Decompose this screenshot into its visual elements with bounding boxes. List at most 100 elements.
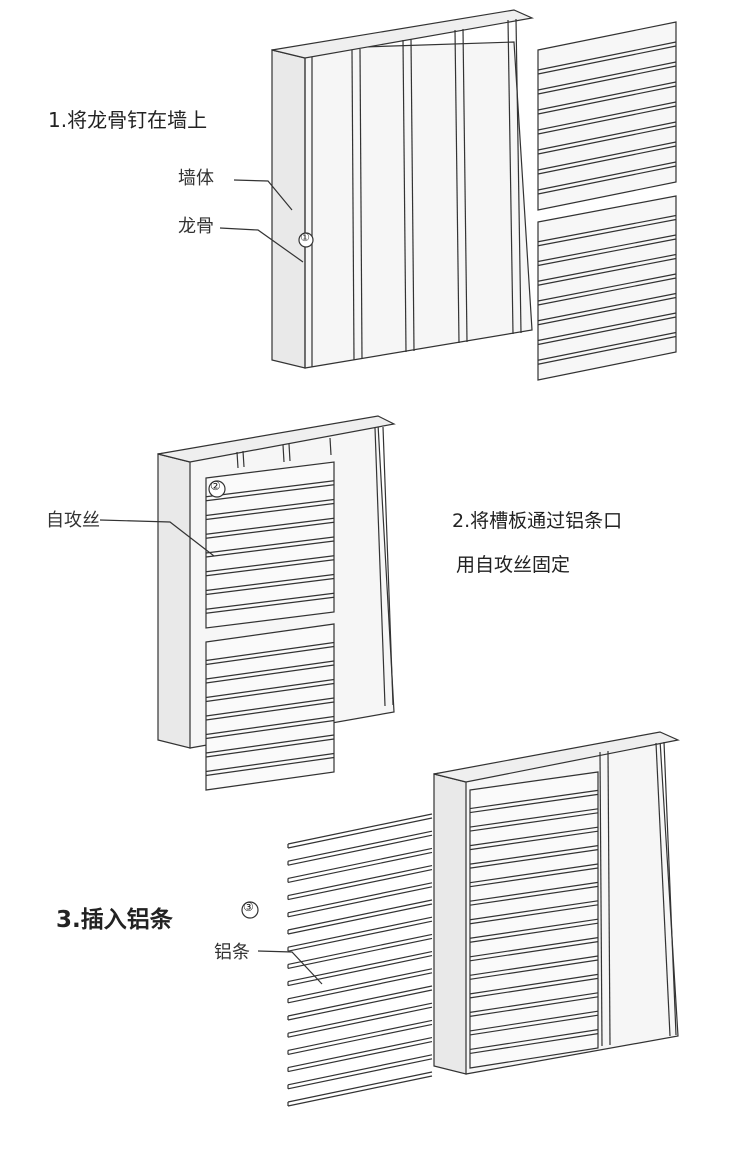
slot-line xyxy=(206,541,334,557)
slot-line xyxy=(470,864,598,883)
slot-line xyxy=(470,794,598,812)
step1-title: 1.将龙骨钉在墙上 xyxy=(48,108,208,132)
slot-line xyxy=(288,852,432,882)
slot-line xyxy=(538,274,676,301)
slot-line xyxy=(206,717,334,735)
slot-line xyxy=(470,850,598,869)
slot-line xyxy=(538,235,676,262)
marker-2: ② xyxy=(210,479,221,493)
marker-2-circle xyxy=(208,480,226,498)
slot-line xyxy=(470,813,598,831)
slot-line xyxy=(538,82,676,110)
slot-line xyxy=(470,886,598,905)
slot-line xyxy=(470,942,598,961)
slot-line xyxy=(206,680,334,698)
slot-line xyxy=(538,298,676,325)
slot-line xyxy=(538,294,676,321)
step1-wall-with-keels xyxy=(272,10,532,368)
slot-line xyxy=(288,866,432,896)
slot-line xyxy=(470,919,598,938)
slot-line xyxy=(206,754,334,772)
slot-line xyxy=(470,960,598,979)
slot-line xyxy=(538,216,676,242)
slot-line xyxy=(470,1011,598,1031)
leader-screw xyxy=(100,520,214,556)
slot-line xyxy=(470,1034,598,1054)
slot-line xyxy=(538,166,676,194)
slot-line xyxy=(206,647,334,665)
slot-line xyxy=(470,938,598,957)
slot-line xyxy=(206,485,334,501)
aluminum-strips xyxy=(288,814,432,1106)
slot-line xyxy=(206,758,334,776)
slot-line xyxy=(206,721,334,739)
slot-line xyxy=(288,917,432,947)
slot-line xyxy=(470,956,598,975)
slot-line xyxy=(288,1003,432,1033)
slot-line xyxy=(206,579,334,595)
wall-front xyxy=(272,42,532,368)
slot-line xyxy=(538,278,676,305)
slot-line xyxy=(470,790,598,808)
slot-line xyxy=(206,537,334,553)
slot-line xyxy=(538,142,676,170)
keel-lines xyxy=(305,19,521,368)
slot-line xyxy=(470,809,598,827)
step3-title: 3.插入铝条 xyxy=(56,907,173,933)
slot-line xyxy=(538,126,676,154)
step3-wall-side xyxy=(434,774,466,1074)
slot-line xyxy=(288,969,432,999)
slot-line xyxy=(288,831,432,861)
step2-wall-top xyxy=(158,416,394,462)
label-screw: 自攻丝 xyxy=(46,510,100,531)
slot-line xyxy=(288,814,432,844)
slot-line xyxy=(206,556,334,572)
slot-line xyxy=(538,333,676,361)
slot-line xyxy=(538,255,676,282)
slot-line xyxy=(206,684,334,702)
slot-line xyxy=(288,952,432,982)
slot-line xyxy=(288,870,432,900)
slot-line xyxy=(288,818,432,848)
slot-line xyxy=(206,661,334,679)
slot-line xyxy=(470,827,598,845)
slot-line xyxy=(470,846,598,865)
slot-line xyxy=(206,665,334,683)
slot-line xyxy=(206,504,334,520)
slot-line xyxy=(288,904,432,934)
slot-line xyxy=(470,868,598,887)
slot-line xyxy=(288,956,432,986)
slot-line xyxy=(538,317,676,345)
slot-line xyxy=(206,518,334,534)
slot-line xyxy=(288,1020,432,1050)
slot-line xyxy=(206,522,334,538)
slot-line xyxy=(206,739,334,757)
slot-line xyxy=(538,122,676,150)
slot-line xyxy=(288,900,432,930)
step1-panel-slots xyxy=(538,42,676,364)
slot-line xyxy=(538,42,676,70)
slot-line xyxy=(206,575,334,591)
slot-line xyxy=(206,702,334,720)
slot-line xyxy=(206,698,334,716)
leader-keel xyxy=(220,228,303,262)
slot-line xyxy=(538,259,676,286)
slot-line xyxy=(206,500,334,516)
slot-line xyxy=(206,597,334,613)
slot-line xyxy=(538,46,676,74)
slot-line xyxy=(288,887,432,917)
slot-line xyxy=(538,313,676,341)
slot-line xyxy=(538,220,676,246)
step2-title-line2: 用自攻丝固定 xyxy=(456,554,571,576)
slot-line xyxy=(470,978,598,997)
slot-line xyxy=(288,938,432,968)
slot-line xyxy=(206,481,334,497)
slot-line xyxy=(538,106,676,134)
slot-line xyxy=(288,848,432,878)
label-aluminum-strip: 铝条 xyxy=(214,942,250,963)
marker-3: ③ xyxy=(243,900,254,914)
slot-line xyxy=(470,1030,598,1050)
step2-panel-slots xyxy=(206,481,334,776)
